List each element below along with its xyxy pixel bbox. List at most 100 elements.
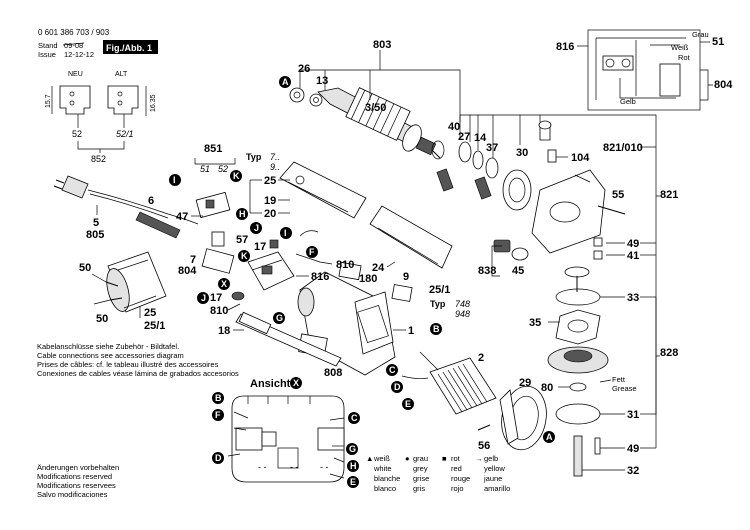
part-5: 5 [93,217,99,229]
cord-sleeve [135,211,181,239]
part-24: 24 [372,262,385,274]
typ-val-2a: 748 [455,299,470,309]
marker-a-1: A [279,76,291,88]
svg-text:- -: - - [320,462,329,472]
part-13: 13 [316,75,328,87]
alt-label: ALT [115,71,128,78]
armature [317,87,441,159]
marker-c-2: C [348,412,360,424]
part-35: 35 [529,317,541,329]
marker-i-2: I [280,227,292,239]
svg-text:A: A [546,432,553,442]
svg-text:E: E [405,399,411,409]
changes-note-es: Salvo modificaciones [37,490,108,499]
part-29: 29 [519,377,531,389]
svg-text:D: D [215,453,222,463]
svg-text:●: ● [405,454,410,463]
cable-note-de: Kabelanschlüsse siehe Zubehör - Bildtafe… [37,342,179,351]
part-1: 1 [408,325,414,337]
part-9: 9 [403,271,409,283]
legend-es-0: blanco [374,484,396,493]
svg-text:G: G [349,444,356,454]
typ-label-1: Typ [246,152,262,162]
typ-val-1a: 7.. [270,152,280,162]
marker-x-1: X [218,278,230,290]
part-50-a: 50 [79,262,91,274]
part-40: 40 [448,121,460,133]
dim-neu: 15.7 [45,94,52,108]
part-50-b: 50 [96,313,108,325]
part-180: 180 [359,273,377,285]
typ-val-1b: 9.. [270,162,280,172]
marker-f-1: F [306,246,318,258]
switch-rod [235,311,342,367]
marker-d-1: D [391,381,403,393]
part-26: 26 [298,63,310,75]
marker-f-2: F [212,409,224,421]
svg-text:→: → [475,454,483,463]
svg-text:- -: - - [258,462,267,472]
marker-a-2: A [543,431,555,443]
part-25-1-a: 25/1 [429,284,450,296]
part-55: 55 [612,189,624,201]
wire-gelb: Gelb [620,97,636,106]
marker-g-1: G [273,312,285,324]
part-49-b: 49 [627,443,639,455]
part-803: 803 [373,39,391,51]
svg-text:K: K [233,171,240,181]
fig-label-box [103,40,158,54]
changes-note-fr: Modifications reservees [37,481,116,490]
legend-es-3: amarillo [484,484,510,493]
gear-cover [499,385,547,451]
marker-j-2: J [197,292,209,304]
part-804-a: 804 [714,79,733,91]
part-52-b: 52 [218,164,228,174]
legend-en-2: red [451,464,462,473]
part-816: 816 [556,41,574,53]
part-80: 80 [541,382,553,394]
marker-c-1: C [386,364,398,376]
svg-text:C: C [351,413,358,423]
marker-d-2: D [212,452,224,464]
part-805: 805 [86,229,104,241]
part-838: 838 [478,265,496,277]
marker-j-1: J [250,222,262,234]
brush-holder [247,251,295,291]
power-cord [53,175,199,225]
issue-label: Issue [38,50,56,59]
view-label: Ansicht [250,378,291,390]
part-52-1: 52/1 [116,129,134,139]
fig-label: Fig./Abb. 1 [106,43,152,53]
svg-text:K: K [241,251,248,261]
part-33: 33 [627,292,639,304]
part-47: 47 [176,211,188,223]
part-25: 25 [264,175,276,187]
svg-text:E: E [350,477,356,487]
legend-es-1: gris [413,484,425,493]
part-37: 37 [486,142,498,154]
svg-text:■: ■ [442,454,447,463]
marker-x-2: X [290,377,302,389]
part-821-010: 821/010 [603,142,643,154]
svg-text:C: C [389,365,396,375]
part-56: 56 [478,440,490,452]
part-18: 18 [218,325,230,337]
legend-de-0: weiß [373,454,390,463]
stand-label: Stand [38,41,58,50]
legend-fr-2: rouge [451,474,470,483]
field-coil [401,351,497,415]
svg-text:A: A [282,77,289,87]
legend-fr-1: grise [413,474,429,483]
svg-text:H: H [239,209,246,219]
svg-text:D: D [394,382,401,392]
part-816-b: 816 [311,271,329,283]
marker-b-1: B [430,323,442,335]
bottom-view: - - - - - - [227,395,345,483]
neu-label: NEU [68,71,83,78]
part-19: 19 [264,195,276,207]
svg-text:X: X [221,279,227,289]
part-852: 852 [91,154,106,164]
date-1: 09-08 [64,41,83,50]
part-3-50: 3/50 [365,102,386,114]
part-25-1-b: 25/1 [144,320,165,332]
